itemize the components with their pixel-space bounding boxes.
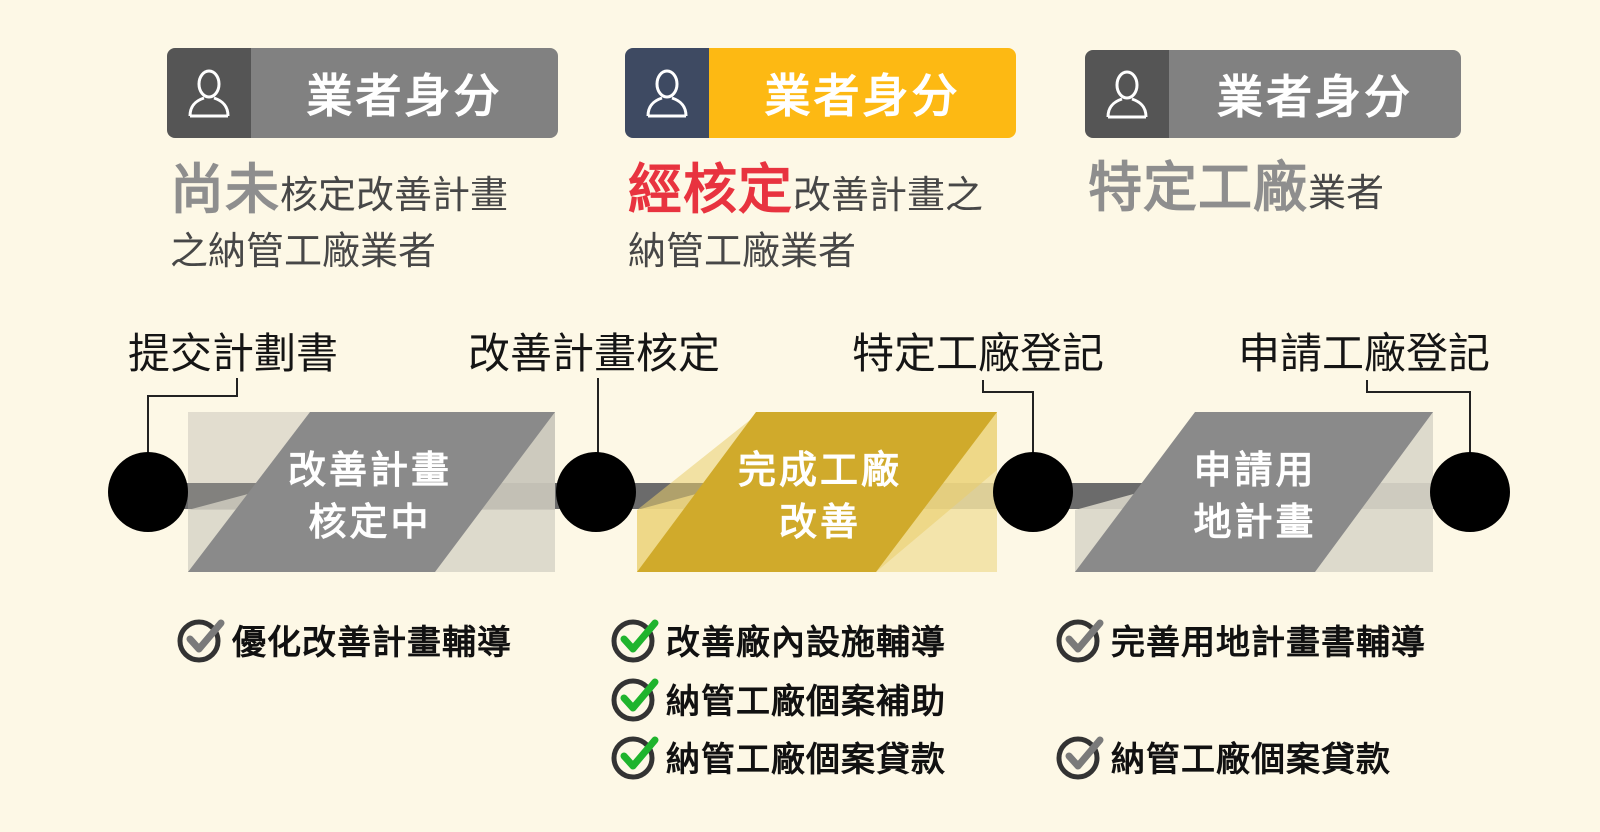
segment-line1: 申請用 — [1193, 448, 1317, 492]
checklist-text: 優化改善計畫輔導 — [232, 622, 512, 663]
segment-parallelogram-3 — [1075, 412, 1433, 572]
stage-label-specific-factory-registration: 特定工廠登記 — [852, 329, 1105, 378]
timeline-node-3 — [993, 452, 1073, 532]
checklist-text: 納管工廠個案補助 — [666, 681, 946, 722]
person-icon — [1085, 50, 1169, 138]
segment-line2: 核定中 — [308, 500, 432, 544]
checklist-item: 完善用地計畫書輔導 — [1055, 614, 1426, 664]
check-gray-icon — [177, 619, 225, 663]
segment-line1: 完成工廠 — [737, 448, 902, 492]
description-line2: 之納管工廠業者 — [170, 229, 437, 273]
check-green-icon — [611, 678, 659, 722]
checklist-text: 完善用地計畫書輔導 — [1111, 622, 1426, 663]
segment-line2: 地計畫 — [1193, 500, 1317, 544]
segment-parallelogram-1 — [188, 412, 555, 572]
check-gray-icon — [1056, 619, 1104, 663]
checklist-item: 納管工廠個案貸款 — [610, 731, 946, 781]
description-emphasis: 尚未 — [170, 158, 280, 221]
segment-line2: 改善 — [778, 500, 861, 544]
badge-label: 業者身分 — [1169, 50, 1461, 138]
check-gray-icon — [1056, 736, 1104, 780]
identity-badge-1: 業者身分 — [167, 48, 558, 138]
checklist-text: 納管工廠個案貸款 — [666, 739, 946, 780]
description-line2: 納管工廠業者 — [628, 229, 857, 273]
check-green-icon — [611, 736, 659, 780]
segment-line1: 改善計畫 — [287, 448, 452, 492]
checklist-item: 優化改善計畫輔導 — [176, 614, 512, 664]
description-emphasis: 特定工廠 — [1088, 156, 1308, 219]
stage-label-submit-plan: 提交計劃書 — [128, 329, 339, 378]
person-icon — [625, 48, 709, 138]
segment-text-2: 完成工廠 改善 — [710, 444, 930, 548]
segment-text-1: 改善計畫 核定中 — [270, 444, 470, 548]
description-2: 經核定改善計畫之 納管工廠業者 — [628, 162, 983, 279]
timeline-node-1 — [108, 452, 188, 532]
checklist-item: 改善廠內設施輔導 — [610, 614, 946, 664]
badge-label: 業者身分 — [251, 48, 558, 138]
check-green-icon — [611, 619, 659, 663]
description-emphasis: 經核定 — [628, 158, 793, 221]
description-text: 改善計畫之 — [793, 173, 984, 217]
checklist-text: 納管工廠個案貸款 — [1111, 739, 1391, 780]
checklist-item: 納管工廠個案貸款 — [1055, 731, 1391, 781]
description-3: 特定工廠業者 — [1088, 160, 1384, 221]
description-1: 尚未核定改善計畫 之納管工廠業者 — [170, 162, 508, 279]
checklist-item: 納管工廠個案補助 — [610, 673, 946, 723]
segment-text-3: 申請用 地計畫 — [1155, 444, 1355, 548]
segment-parallelogram-2 — [637, 412, 997, 572]
badge-label: 業者身分 — [709, 48, 1016, 138]
description-text: 核定改善計畫 — [280, 173, 509, 217]
description-text: 業者 — [1308, 171, 1385, 215]
checklist-text: 改善廠內設施輔導 — [666, 622, 946, 663]
timeline-node-4 — [1430, 452, 1510, 532]
stage-label-factory-registration: 申請工廠登記 — [1238, 329, 1491, 378]
identity-badge-3: 業者身分 — [1085, 50, 1461, 138]
stage-label-plan-approval: 改善計畫核定 — [468, 329, 721, 378]
person-icon — [167, 48, 251, 138]
connector-lines — [147, 378, 1471, 458]
identity-badge-2: 業者身分 — [625, 48, 1016, 138]
timeline-node-2 — [556, 452, 636, 532]
